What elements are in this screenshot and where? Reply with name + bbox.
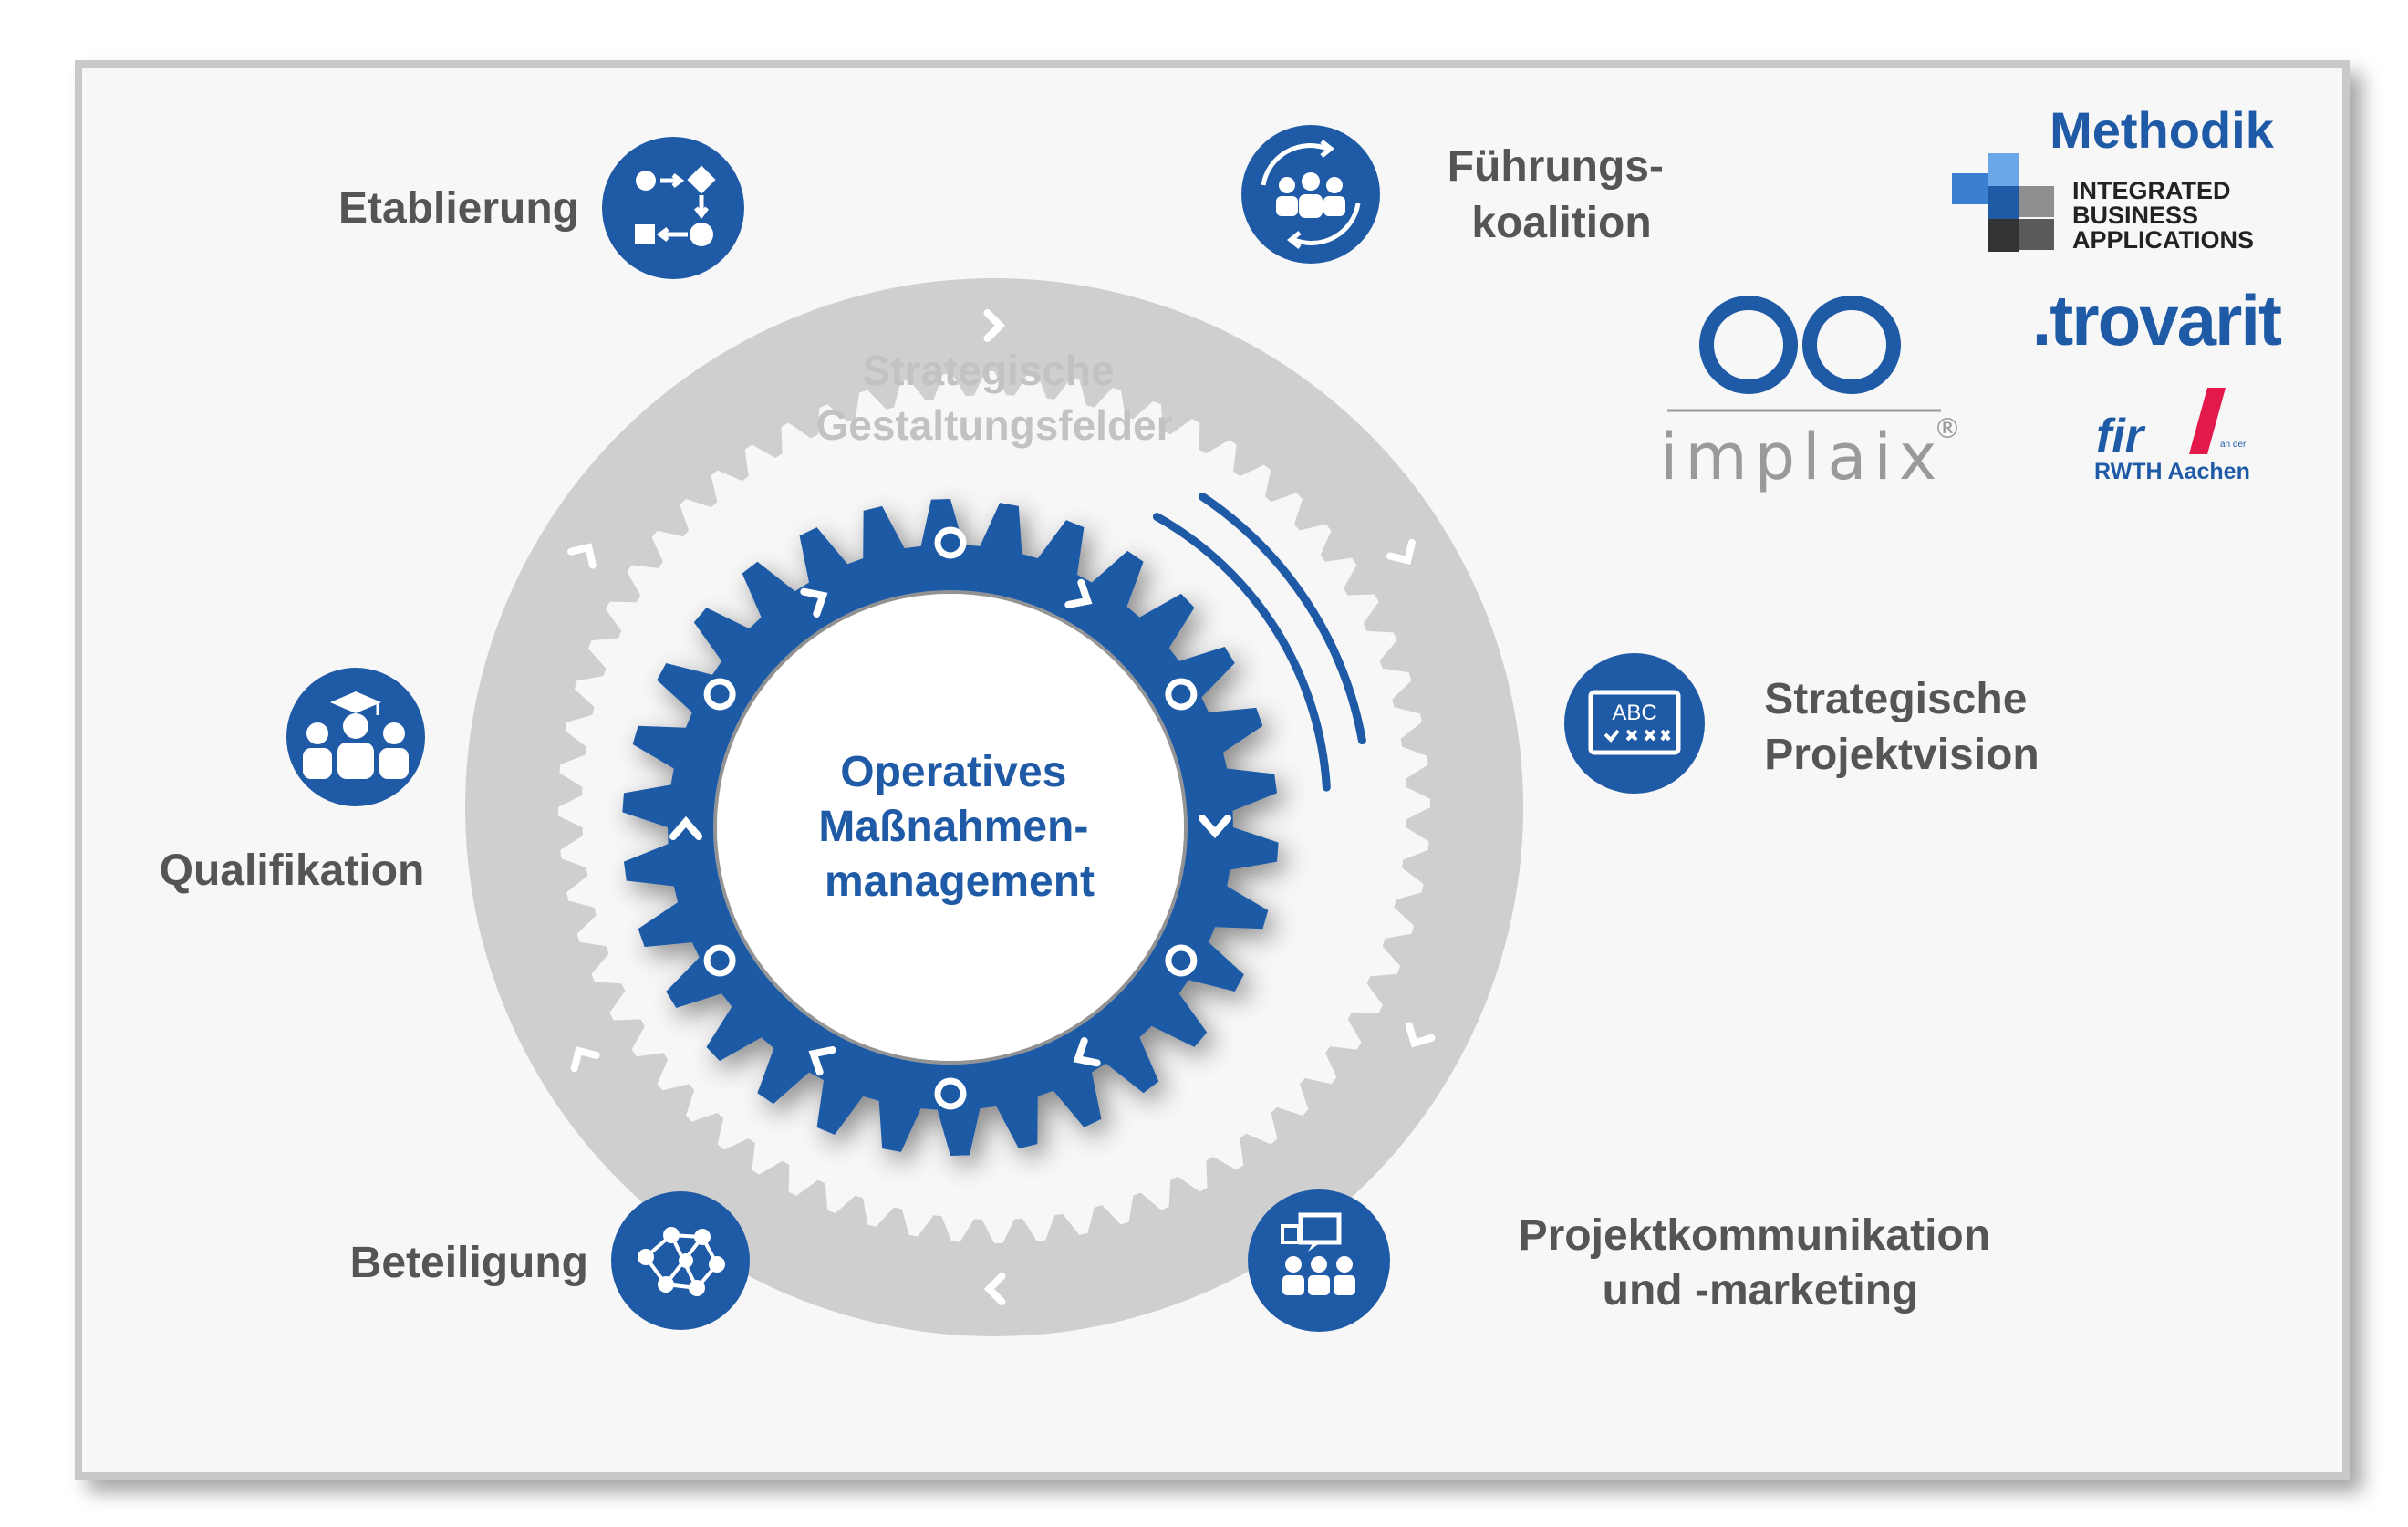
inner-gear-decor (669, 526, 1231, 1110)
ring-arrow (1386, 538, 1416, 565)
field-icons: ABC (286, 125, 1705, 1332)
label-fuehrungskoalition: Führungs- koalition (1448, 142, 1676, 247)
label-etablierung: Etablierung (338, 184, 579, 233)
ring-label-line-1: Strategische (863, 347, 1115, 394)
ring-arrows (567, 308, 1436, 1305)
implaix-logo: implaix ® (1660, 296, 1961, 494)
gear-ring-mark (934, 1077, 967, 1110)
iba-logo: INTEGRATED BUSINESS APPLICATIONS (1952, 153, 2254, 254)
iba-text: INTEGRATED BUSINESS APPLICATIONS (2072, 177, 2254, 254)
label-projektvision: Strategische Projektvision (1764, 675, 2039, 779)
center-label-line-3: management (825, 857, 1095, 906)
field-labels: Etablierung Führungs- koalition Strategi… (160, 142, 2040, 1314)
inner-gear (622, 499, 1279, 1156)
ring-arrow (983, 308, 1006, 342)
inner-gear-hub (717, 594, 1184, 1061)
graduation-icon (286, 668, 425, 806)
gear-chevron (1064, 578, 1093, 608)
fir-logo: fir an der RWTH Aachen (2094, 388, 2250, 484)
gear-chevron (800, 587, 828, 618)
gear-ring-mark (703, 944, 736, 977)
fir-small-text: an der (2220, 440, 2247, 450)
gear-ring-mark (1165, 944, 1198, 977)
team-cycle-icon (1241, 125, 1380, 264)
center-label-line-2: Maßnahmen- (818, 803, 1088, 851)
label-qualifikation: Qualifikation (160, 847, 425, 895)
center-label-line-1: Operatives (840, 748, 1066, 796)
process-flow-icon (602, 137, 744, 279)
label-projektkommunikation: Projektkommunikation und -marketing (1519, 1211, 2003, 1314)
gear-chevron (1073, 1037, 1101, 1067)
ring-arrow (567, 543, 597, 569)
gear-ring-mark (934, 526, 967, 559)
gear-ring-mark (703, 678, 736, 711)
implaix-reg: ® (1934, 413, 1961, 445)
ring-label: Strategische Gestaltungsfelder (815, 347, 1172, 449)
methodik-title: Methodik (2050, 101, 2275, 159)
outer-gear-ring (465, 278, 1523, 1336)
network-icon (611, 1191, 750, 1330)
trovarit-logo: .trovarit (2032, 280, 2282, 360)
implaix-text: implaix (1660, 420, 1944, 494)
abc-board-icon: ABC (1564, 653, 1705, 794)
ring-label-line-2: Gestaltungsfelder (815, 401, 1172, 449)
abc-board-text: ABC (1612, 701, 1656, 725)
ring-arrow (570, 1046, 600, 1073)
rwth-text: RWTH Aachen (2094, 459, 2250, 484)
gear-chevron (808, 1046, 836, 1076)
ring-arrow (983, 1272, 1006, 1305)
label-beteiligung: Beteiligung (350, 1239, 588, 1287)
gear-chevron (1199, 815, 1231, 839)
presentation-icon (1248, 1189, 1390, 1332)
center-label: Operatives Maßnahmen- management (818, 748, 1100, 906)
gear-ring-mark (1165, 678, 1198, 711)
fir-text: fir (2096, 410, 2146, 462)
gear-chevron (669, 815, 702, 840)
logos: Methodik INTEGRATED BUSINESS APPLICATION… (1660, 101, 2284, 494)
ring-arrow (1405, 1022, 1436, 1048)
rotation-arcs (1152, 492, 1366, 792)
